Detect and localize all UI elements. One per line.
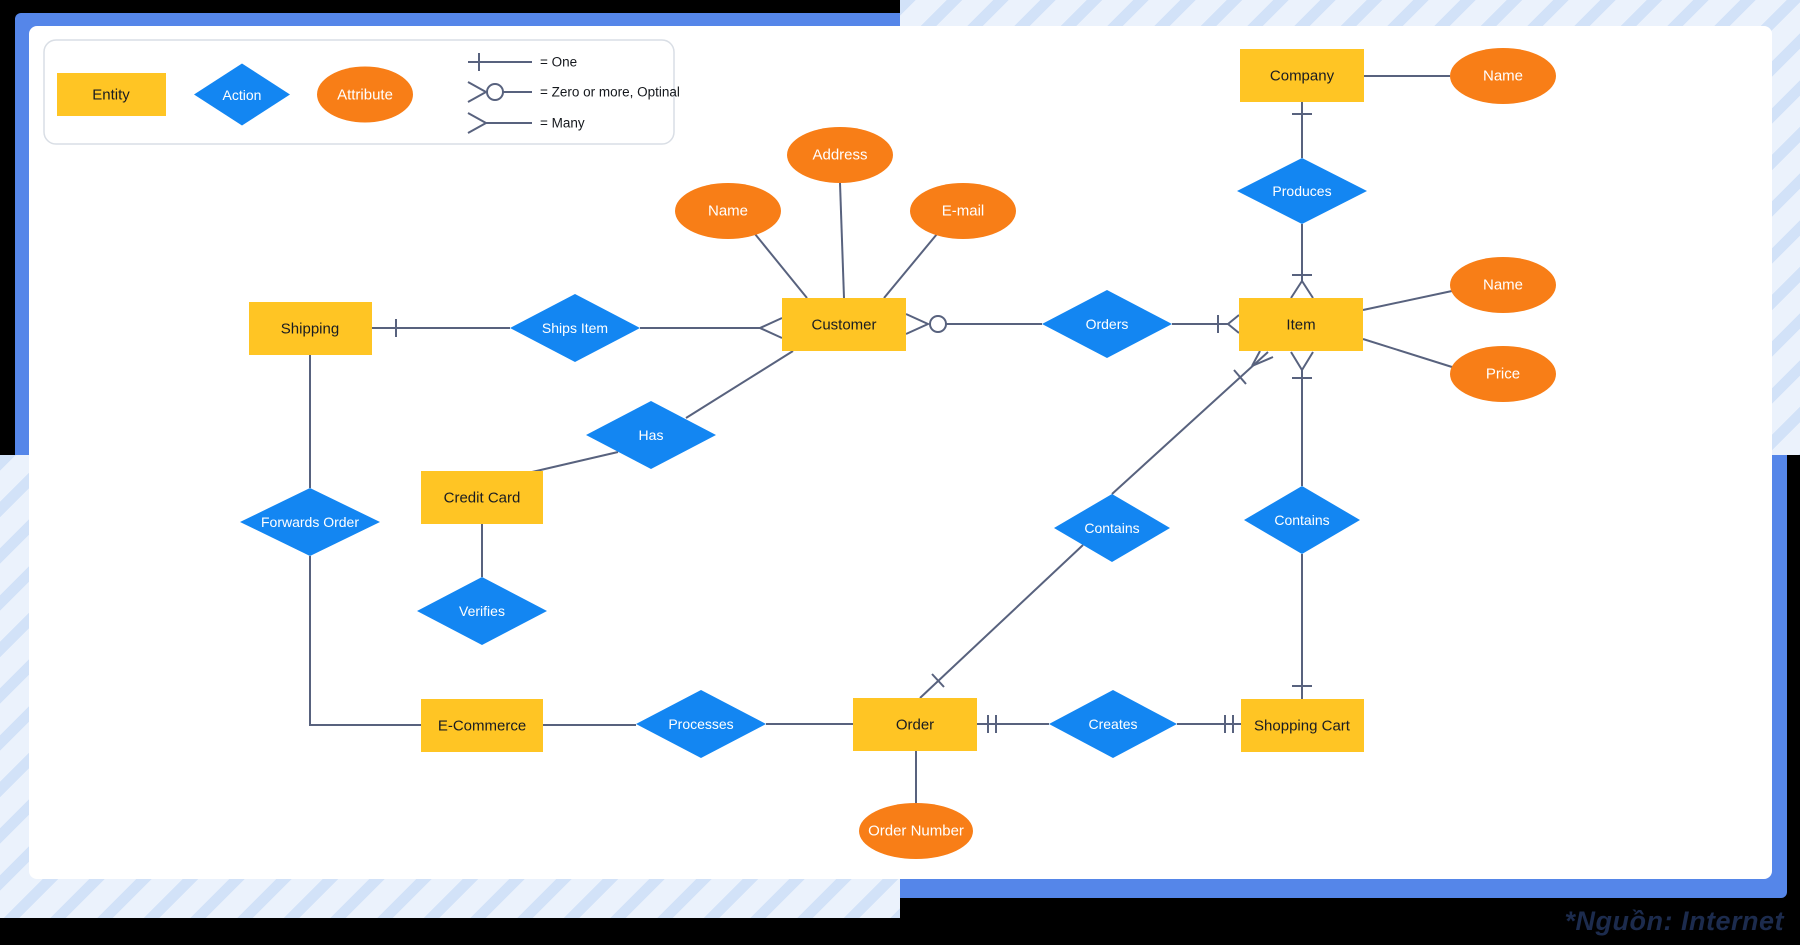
attribute-item-name: Name	[1450, 257, 1556, 313]
svg-text:Has: Has	[639, 427, 664, 443]
action-processes: Processes	[636, 690, 766, 758]
legend-many-label: = Many	[540, 116, 585, 131]
svg-text:Order Number: Order Number	[868, 823, 964, 840]
svg-text:Processes: Processes	[668, 716, 733, 732]
legend-one-symbol	[468, 53, 532, 71]
svg-text:Verifies: Verifies	[459, 603, 505, 619]
edge-customer-email	[883, 233, 938, 299]
zero-crowfoot	[905, 313, 931, 335]
entity-shipping: Shipping	[249, 302, 372, 355]
attribute-customer-name: Name	[675, 183, 781, 239]
zero-circle	[929, 315, 947, 333]
many-crowfoot	[1290, 280, 1314, 299]
entity-order: Order	[853, 698, 977, 751]
entity-customer: Customer	[782, 298, 906, 351]
edge-has-creditcard	[531, 451, 619, 473]
watermark: *Nguồn: Internet	[1564, 906, 1784, 936]
double-tick	[987, 715, 997, 733]
svg-text:Item: Item	[1286, 317, 1315, 334]
entity-credit-card: Credit Card	[421, 471, 543, 524]
svg-text:Contains: Contains	[1084, 520, 1139, 536]
legend-many-symbol	[467, 112, 532, 134]
many-crowfoot	[1290, 351, 1314, 371]
action-produces: Produces	[1237, 158, 1367, 224]
edge-customer-has	[685, 350, 794, 419]
entity-item: Item	[1239, 298, 1363, 351]
attribute-customer-address: Address	[787, 127, 893, 183]
entity-e-commerce: E-Commerce	[421, 699, 543, 752]
legend-one-label: = One	[540, 55, 577, 70]
many-crowfoot	[757, 317, 783, 339]
entity-shopping-cart: Shopping Cart	[1241, 699, 1364, 752]
legend-action-shape	[194, 63, 290, 126]
svg-text:Creates: Creates	[1088, 716, 1137, 732]
action-forwards-order: Forwards Order	[240, 488, 380, 556]
svg-text:Ships Item: Ships Item	[542, 320, 608, 336]
action-creates: Creates	[1049, 690, 1177, 758]
svg-text:E-mail: E-mail	[942, 203, 985, 220]
svg-text:Shopping Cart: Shopping Cart	[1254, 718, 1351, 735]
attribute-company-name: Name	[1450, 48, 1556, 104]
entity-company: Company	[1240, 49, 1364, 102]
action-contains-left: Contains	[1054, 494, 1170, 562]
double-tick	[1224, 715, 1234, 733]
legend-zero-symbol	[467, 81, 487, 103]
svg-text:Order: Order	[896, 717, 934, 734]
legend: Entity Action Attribute = One = Zero or …	[43, 39, 680, 145]
attribute-order-number: Order Number	[859, 803, 973, 859]
action-contains-right: Contains	[1244, 486, 1360, 554]
action-verifies: Verifies	[417, 577, 547, 645]
edge-forwards-ecommerce	[309, 556, 421, 726]
legend-zero-circle	[486, 83, 504, 101]
connectors	[309, 75, 1453, 803]
legend-zero-label: = Zero or more, Optinal	[540, 85, 680, 100]
svg-text:Orders: Orders	[1086, 316, 1129, 332]
one-tick	[1233, 369, 1247, 385]
svg-text:Contains: Contains	[1274, 512, 1329, 528]
svg-text:Company: Company	[1270, 68, 1335, 85]
edge-item-name	[1362, 290, 1453, 311]
svg-text:Name: Name	[708, 203, 748, 220]
edge-item-price	[1362, 338, 1453, 368]
action-ships-item: Ships Item	[510, 294, 640, 362]
svg-text:Shipping: Shipping	[281, 321, 339, 338]
attribute-customer-email: E-mail	[910, 183, 1016, 239]
svg-text:Customer: Customer	[811, 317, 876, 334]
many-crowfoot	[1226, 314, 1240, 334]
one-tick	[931, 673, 945, 688]
svg-text:Credit Card: Credit Card	[444, 490, 521, 507]
legend-attribute-shape	[317, 66, 413, 123]
many-crowfoot	[1251, 350, 1274, 367]
svg-text:Forwards Order: Forwards Order	[261, 514, 359, 530]
svg-text:Name: Name	[1483, 68, 1523, 85]
attribute-item-price: Price	[1450, 346, 1556, 402]
svg-text:Price: Price	[1486, 366, 1520, 383]
action-orders: Orders	[1042, 290, 1172, 358]
legend-action-label: Action	[223, 87, 262, 103]
edge-order-contains	[919, 544, 1084, 699]
edge-customer-name	[754, 233, 808, 299]
legend-entity-label: Entity	[92, 87, 130, 104]
legend-attribute-label: Attribute	[337, 87, 393, 104]
edge-contains-item	[1111, 351, 1269, 495]
svg-text:E-Commerce: E-Commerce	[438, 718, 526, 735]
edge-customer-address	[839, 182, 845, 299]
svg-text:Name: Name	[1483, 277, 1523, 294]
legend-entity-shape	[57, 73, 166, 116]
svg-text:Address: Address	[812, 147, 867, 164]
svg-text:Produces: Produces	[1272, 183, 1331, 199]
action-has: Has	[586, 401, 716, 469]
